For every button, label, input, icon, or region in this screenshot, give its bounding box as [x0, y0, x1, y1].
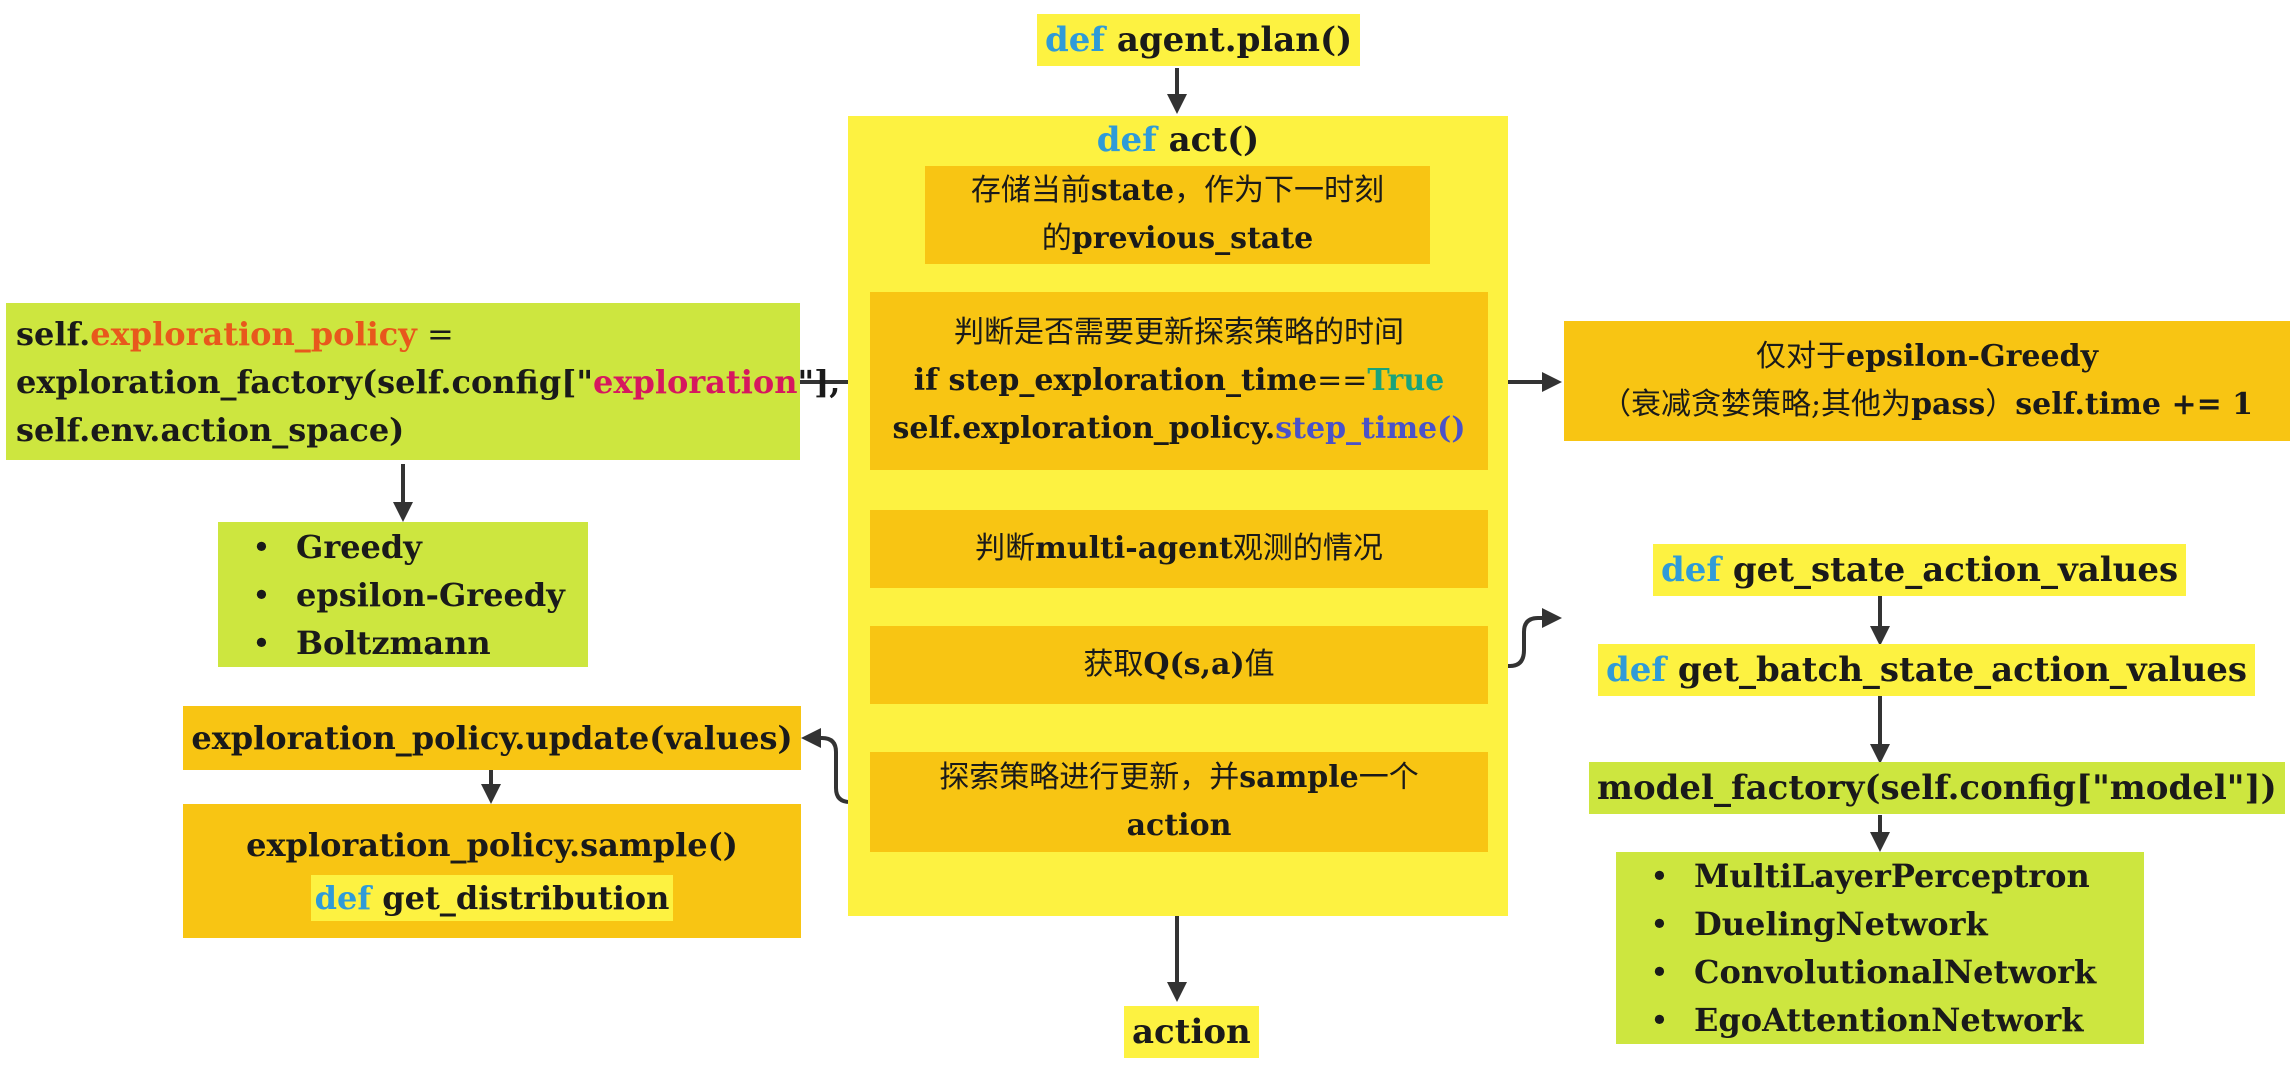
exploration-init-line2: exploration_factory(self.config["explora…	[16, 362, 841, 401]
policies-list: Greedy epsilon-Greedy Boltzmann	[252, 523, 565, 667]
policy-update-text: exploration_policy.update(values)	[191, 719, 793, 757]
judge-time-line1: 判断是否需要更新探索策略的时间	[954, 315, 1404, 350]
arrow-update-to-policyupdate	[801, 728, 866, 804]
act-title: def act()	[848, 116, 1508, 164]
multi-agent-box: 判断multi-agent观测的情况	[870, 510, 1488, 588]
policies-list-box: Greedy epsilon-Greedy Boltzmann	[218, 522, 588, 667]
exploration-init-box: self.exploration_policy = exploration_fa…	[6, 303, 840, 460]
epsilon-note-line2: （衰减贪婪策略;其他为pass）self.time += 1	[1600, 387, 2254, 422]
exploration-init-line3: self.env.action_space)	[16, 410, 405, 449]
q-value-box: 获取Q(s,a)值	[870, 626, 1488, 704]
model-factory-label: model_factory(self.config["model"])	[1589, 762, 2285, 814]
exploration-policy-sample-box: exploration_policy.sample() def get_dist…	[183, 804, 801, 938]
policy-update-sample-box: 探索策略进行更新，并sample一个 action	[870, 752, 1488, 852]
models-list: MultiLayerPerceptron DuelingNetwork Conv…	[1650, 852, 2096, 1044]
epsilon-greedy-note-box: 仅对于epsilon-Greedy （衰减贪婪策略;其他为pass）self.t…	[1564, 321, 2290, 441]
action-output-label: action	[1124, 1006, 1259, 1058]
store-state-line2: 的previous_state	[1041, 221, 1314, 256]
act-name: act()	[1168, 120, 1260, 160]
models-list-box: MultiLayerPerceptron DuelingNetwork Conv…	[1616, 852, 2144, 1044]
list-item: ConvolutionalNetwork	[1650, 948, 2096, 996]
store-state-box: 存储当前state，作为下一时刻 的previous_state	[925, 166, 1430, 264]
list-item: EgoAttentionNetwork	[1650, 996, 2096, 1044]
get-state-action-values-label: def get_state_action_values	[1653, 544, 2187, 596]
get-batch-state-action-values-label: def get_batch_state_action_values	[1598, 644, 2256, 696]
exploration-policy-update-box: exploration_policy.update(values)	[183, 706, 801, 770]
epsilon-note-line1: 仅对于epsilon-Greedy	[1755, 339, 2099, 374]
judge-time-line3: self.exploration_policy.step_time()	[892, 411, 1466, 446]
judge-time-line2: if step_exploration_time==True	[913, 363, 1445, 398]
list-item: Boltzmann	[252, 619, 565, 667]
get-distribution-label: def get_distribution	[310, 875, 674, 921]
q-value-text: 获取Q(s,a)值	[1083, 647, 1275, 682]
policy-update-line1: 探索策略进行更新，并sample一个	[939, 760, 1419, 795]
agent-plan-name: agent.plan()	[1116, 20, 1353, 60]
list-item: MultiLayerPerceptron	[1650, 852, 2096, 900]
policy-update-line2: action	[1126, 808, 1232, 843]
def-keyword: def	[1045, 20, 1106, 60]
list-item: Greedy	[252, 523, 565, 571]
list-item: DuelingNetwork	[1650, 900, 2096, 948]
list-item: epsilon-Greedy	[252, 571, 565, 619]
exploration-init-line1: self.exploration_policy =	[16, 314, 454, 353]
multi-agent-text: 判断multi-agent观测的情况	[975, 531, 1383, 566]
def-keyword: def	[1096, 120, 1157, 160]
policy-sample-text: exploration_policy.sample()	[246, 826, 738, 864]
store-state-line1: 存储当前state，作为下一时刻	[970, 173, 1385, 208]
arrow-q-to-sav	[1488, 608, 1562, 668]
judge-exploration-time-box: 判断是否需要更新探索策略的时间 if step_exploration_time…	[870, 292, 1488, 470]
agent-plan-label: def agent.plan()	[1037, 14, 1361, 66]
